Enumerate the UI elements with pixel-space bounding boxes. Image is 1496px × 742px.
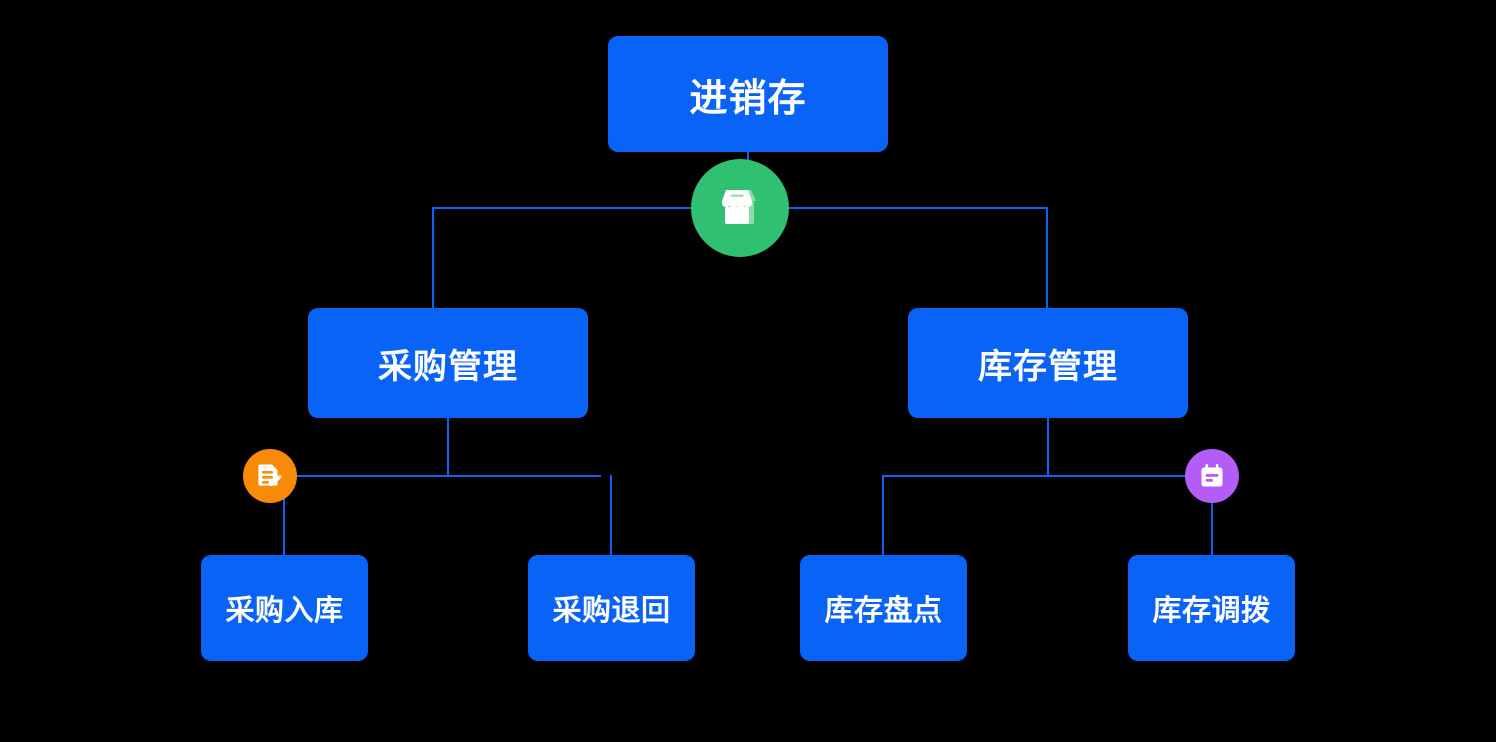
node-stock-count[interactable]: 库存盘点 (800, 555, 967, 661)
connector-purchase-to-leaf-a (283, 475, 285, 555)
connector-stock-to-leaf-d (1211, 475, 1213, 555)
node-purchase-management[interactable]: 采购管理 (308, 308, 588, 418)
connector-level1-bus-right (788, 207, 1047, 209)
node-root[interactable]: 进销存 (608, 36, 888, 152)
node-stock-count-label: 库存盘点 (824, 595, 943, 627)
node-stock-transfer[interactable]: 库存调拨 (1128, 555, 1295, 661)
node-purchase-inbound-label: 采购入库 (225, 595, 344, 627)
connector-purchase-to-leaf-b (610, 475, 612, 555)
node-purchase-return[interactable]: 采购退回 (528, 555, 695, 661)
node-purchase-return-label: 采购退回 (552, 595, 671, 627)
connector-purchase-bus (270, 475, 601, 477)
node-purchase-management-label: 采购管理 (378, 347, 518, 386)
node-root-label: 进销存 (689, 77, 807, 120)
note-icon (1201, 464, 1223, 487)
store-badge[interactable] (691, 159, 789, 257)
note-badge[interactable] (1185, 449, 1239, 503)
node-stock-transfer-label: 库存调拨 (1152, 595, 1271, 627)
connector-stock-bus (882, 475, 1213, 477)
node-stock-management-label: 库存管理 (978, 347, 1118, 386)
connector-stock-stem (1047, 418, 1049, 476)
node-purchase-inbound[interactable]: 采购入库 (201, 555, 368, 661)
store-icon (722, 190, 756, 224)
connector-level1-bus-left (432, 207, 692, 209)
node-stock-management[interactable]: 库存管理 (908, 308, 1188, 418)
connector-bus-to-purchase (432, 207, 434, 310)
connector-bus-to-stock (1046, 207, 1048, 310)
connector-purchase-stem (447, 418, 449, 476)
document-edit-icon (258, 464, 283, 487)
document-edit-badge[interactable] (243, 449, 297, 503)
connector-stock-to-leaf-c (882, 475, 884, 555)
